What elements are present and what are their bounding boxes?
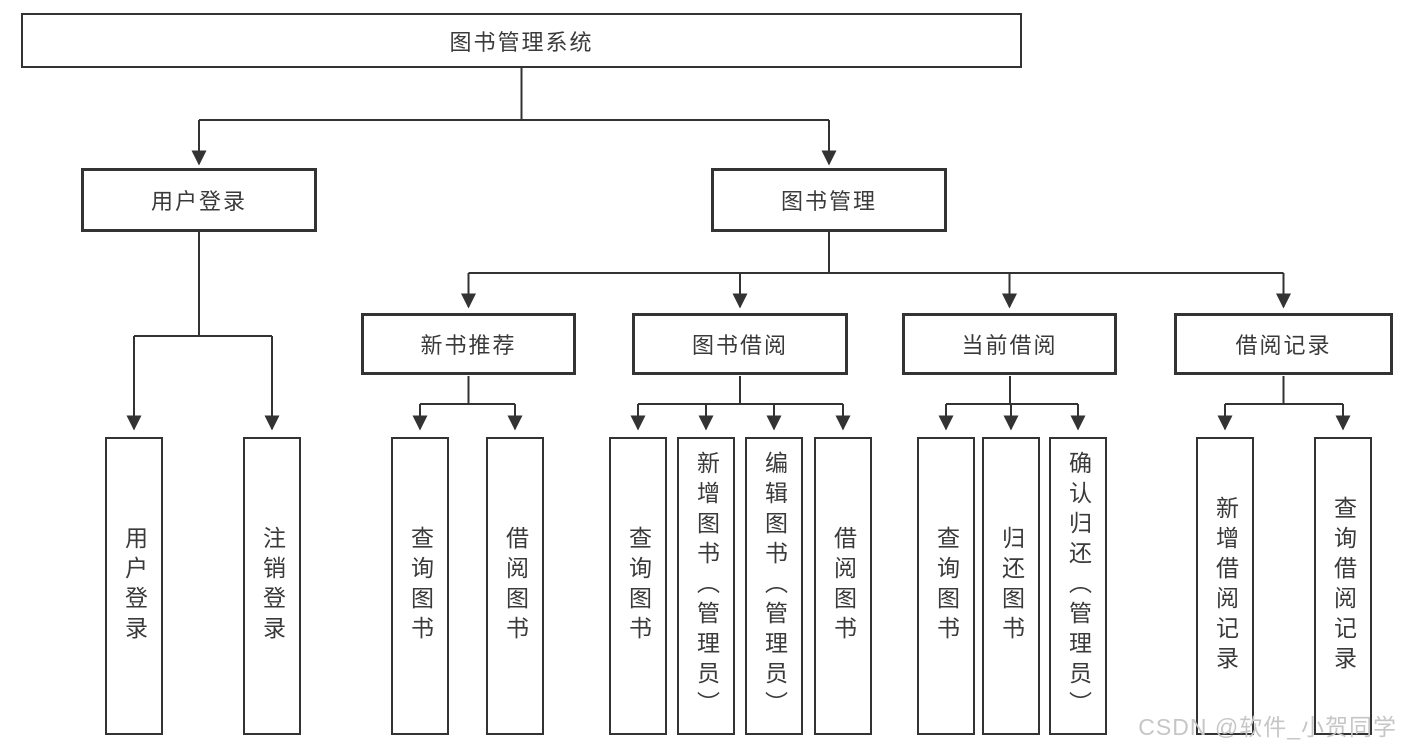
connector-borrowing-records-to-leaves bbox=[1217, 376, 1351, 431]
leaf-node-logout: 注销登录 bbox=[243, 437, 301, 735]
leaf-label: 新增图书（管理员） bbox=[693, 451, 720, 721]
connector-new-book-recommend-to-leaves bbox=[412, 376, 523, 431]
leaf-node-query-books-2: 查询图书 bbox=[609, 437, 667, 735]
node-label: 图书管理 bbox=[780, 189, 877, 214]
node-label: 当前借阅 bbox=[961, 333, 1058, 358]
node-label: 用户登录 bbox=[150, 189, 247, 214]
node-label: 借阅记录 bbox=[1235, 333, 1332, 358]
node-label: 图书借阅 bbox=[691, 333, 788, 358]
node-new-book-recommend: 新书推荐 bbox=[361, 313, 576, 375]
leaf-label: 借阅图书 bbox=[830, 526, 857, 646]
leaf-node-query-books-1: 查询图书 bbox=[391, 437, 449, 735]
leaf-node-return-books: 归还图书 bbox=[982, 437, 1040, 735]
leaf-label: 用户登录 bbox=[121, 526, 148, 646]
leaf-node-query-borrow-record: 查询借阅记录 bbox=[1314, 437, 1372, 735]
leaf-label: 注销登录 bbox=[259, 526, 286, 646]
connector-root-to-level2 bbox=[191, 68, 837, 166]
leaf-label: 查询借阅记录 bbox=[1330, 496, 1357, 676]
node-user-login: 用户登录 bbox=[81, 168, 317, 232]
leaf-node-confirm-return-admin: 确认归还（管理员） bbox=[1049, 437, 1107, 735]
node-book-management: 图书管理 bbox=[711, 168, 947, 232]
node-library-management-system: 图书管理系统 bbox=[21, 13, 1022, 68]
connector-book-management-to-level3 bbox=[461, 232, 1291, 309]
node-borrowing-records: 借阅记录 bbox=[1174, 313, 1393, 375]
leaf-label: 查询图书 bbox=[933, 526, 960, 646]
connector-current-borrowing-to-leaves bbox=[938, 376, 1086, 431]
node-current-borrowing: 当前借阅 bbox=[902, 313, 1117, 375]
connector-book-borrowing-to-leaves bbox=[630, 376, 851, 431]
leaf-node-add-books-admin: 新增图书（管理员） bbox=[677, 437, 735, 735]
leaf-label: 归还图书 bbox=[998, 526, 1025, 646]
leaf-node-user-login: 用户登录 bbox=[105, 437, 163, 735]
node-label: 新书推荐 bbox=[420, 333, 517, 358]
leaf-node-borrow-books-2: 借阅图书 bbox=[814, 437, 872, 735]
node-label: 图书管理系统 bbox=[449, 29, 594, 55]
connector-user-login-to-leaves bbox=[126, 232, 280, 431]
leaf-label: 借阅图书 bbox=[502, 526, 529, 646]
node-book-borrowing: 图书借阅 bbox=[632, 313, 848, 375]
leaf-node-edit-books-admin: 编辑图书（管理员） bbox=[745, 437, 803, 735]
leaf-node-add-borrow-record: 新增借阅记录 bbox=[1196, 437, 1254, 735]
leaf-node-borrow-books-1: 借阅图书 bbox=[486, 437, 544, 735]
leaf-label: 查询图书 bbox=[407, 526, 434, 646]
leaf-label: 确认归还（管理员） bbox=[1065, 451, 1092, 721]
leaf-label: 查询图书 bbox=[625, 526, 652, 646]
leaf-label: 新增借阅记录 bbox=[1212, 496, 1239, 676]
csdn-watermark: CSDN @软件_小贺同学 bbox=[1138, 714, 1397, 740]
leaf-node-query-books-3: 查询图书 bbox=[917, 437, 975, 735]
leaf-label: 编辑图书（管理员） bbox=[761, 451, 788, 721]
